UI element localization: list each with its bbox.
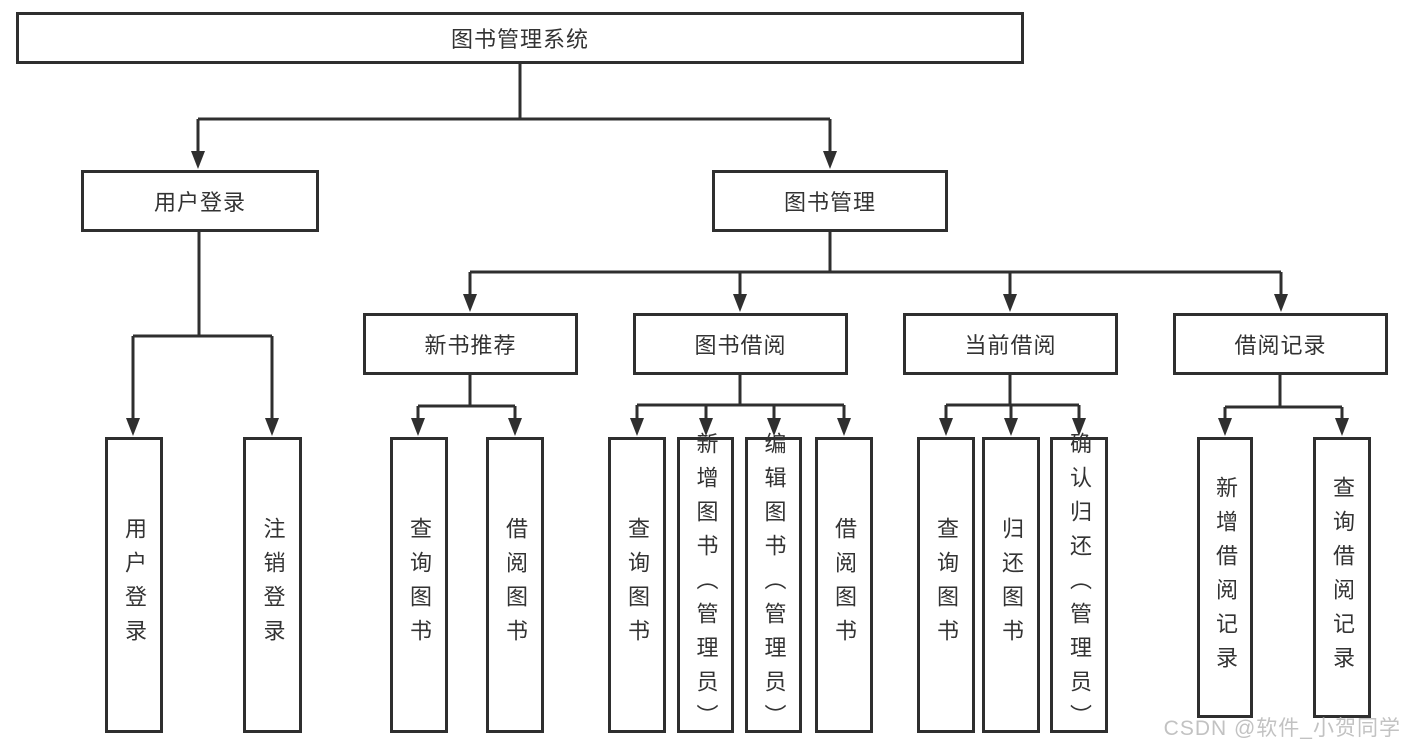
node-new-book-recommend: 新书推荐 bbox=[363, 313, 578, 375]
node-label: 新增借阅记录 bbox=[1213, 475, 1238, 680]
node-book-borrow: 图书借阅 bbox=[633, 313, 848, 375]
node-label: 借阅图书 bbox=[832, 517, 857, 653]
node-root-system: 图书管理系统 bbox=[16, 12, 1024, 64]
leaf-edit-books-admin: 编辑图书（管理员） bbox=[745, 432, 802, 738]
node-label: 编辑图书（管理员） bbox=[761, 432, 787, 738]
leaf-add-books-admin: 新增图书（管理员） bbox=[677, 432, 734, 738]
node-user-login-group: 用户登录 bbox=[81, 170, 319, 232]
node-label: 查询图书 bbox=[625, 517, 650, 653]
leaf-borrow-books: 借阅图书 bbox=[815, 437, 873, 733]
leaf-confirm-return-admin: 确认归还（管理员） bbox=[1050, 432, 1108, 738]
leaf-add-borrow-record: 新增借阅记录 bbox=[1197, 437, 1253, 718]
node-label: 图书管理 bbox=[783, 190, 876, 215]
node-label: 查询借阅记录 bbox=[1330, 475, 1355, 680]
node-label: 图书借阅 bbox=[694, 333, 787, 358]
node-label: 新增图书（管理员） bbox=[693, 432, 719, 738]
node-label: 当前借阅 bbox=[964, 333, 1057, 358]
leaf-query-borrow-record: 查询借阅记录 bbox=[1313, 437, 1371, 718]
leaf-return-books: 归还图书 bbox=[982, 437, 1040, 733]
node-label: 借阅图书 bbox=[503, 517, 528, 653]
leaf-query-books-recommend: 查询图书 bbox=[390, 437, 448, 733]
leaf-logout-login: 注销登录 bbox=[243, 437, 302, 733]
node-label: 确认归还（管理员） bbox=[1067, 432, 1092, 738]
csdn-watermark: CSDN @软件_小贺同学 bbox=[1163, 717, 1401, 740]
leaf-borrow-books-recommend: 借阅图书 bbox=[486, 437, 544, 733]
node-label: 注销登录 bbox=[260, 517, 286, 653]
node-label: 查询图书 bbox=[934, 517, 959, 653]
node-current-borrow: 当前借阅 bbox=[903, 313, 1118, 375]
leaf-user-login: 用户登录 bbox=[105, 437, 163, 733]
node-label: 归还图书 bbox=[999, 517, 1024, 653]
node-label: 用户登录 bbox=[122, 517, 147, 653]
leaf-query-books-current: 查询图书 bbox=[917, 437, 975, 733]
node-label: 用户登录 bbox=[153, 190, 246, 215]
node-label: 新书推荐 bbox=[424, 333, 517, 358]
arrowhead-icons bbox=[126, 151, 1349, 436]
node-borrow-records: 借阅记录 bbox=[1173, 313, 1388, 375]
node-label: 查询图书 bbox=[407, 517, 432, 653]
leaf-query-books-borrow: 查询图书 bbox=[608, 437, 666, 733]
node-label: 图书管理系统 bbox=[450, 27, 589, 52]
node-label: 借阅记录 bbox=[1234, 333, 1327, 358]
node-book-management-group: 图书管理 bbox=[712, 170, 948, 232]
